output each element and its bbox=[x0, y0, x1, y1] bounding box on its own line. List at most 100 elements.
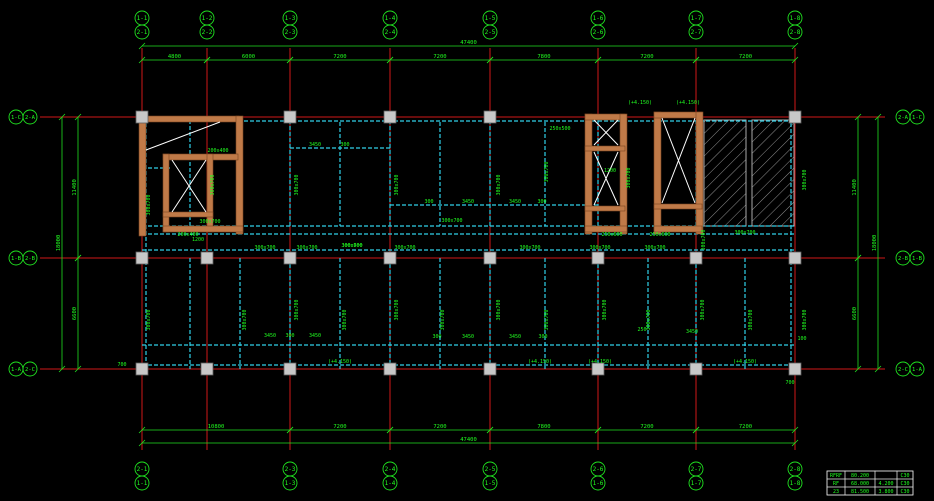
grid-bubble-top-label: 1-2 bbox=[202, 15, 213, 22]
dim-bottom-span-text: 7200 bbox=[739, 424, 752, 430]
core-wall bbox=[138, 115, 147, 237]
grid-bubble-top-label: 2-8 bbox=[790, 29, 801, 36]
grid-bubble-bottom-circle bbox=[134, 475, 150, 491]
grid-bubble-top-label: 1-1 bbox=[137, 15, 148, 22]
grid-bubble-top-label: 1-3 bbox=[285, 15, 296, 22]
columns bbox=[135, 110, 802, 376]
beam-annotation-vertical: 300x700 bbox=[646, 309, 652, 330]
table-cell-text: 3.800 bbox=[878, 489, 893, 495]
grid-bubble-left-circle bbox=[22, 109, 38, 125]
grid-bubble-left-label: 2-B bbox=[25, 256, 36, 262]
beam-annotation-vertical: 300x700 bbox=[802, 309, 808, 330]
dim-top-total-text: 47400 bbox=[460, 40, 477, 46]
dim-bottom-span-tick bbox=[386, 426, 394, 434]
grid-bubble-top-label: 1-7 bbox=[691, 15, 702, 22]
beam-annotation-vertical: 300x700 bbox=[146, 194, 152, 215]
grid-bubble-right-label: 1-A bbox=[912, 367, 923, 373]
stair-line bbox=[145, 121, 221, 151]
grid-bubble-right-label: 2-B bbox=[898, 256, 909, 262]
beam-annotation: 3450 bbox=[509, 334, 521, 340]
table-cell-text: C30 bbox=[900, 473, 909, 479]
dim-bottom-span-text: 10800 bbox=[208, 424, 225, 430]
core-wall bbox=[653, 225, 703, 233]
beam-annotation: (+4.150) bbox=[628, 100, 652, 106]
column bbox=[483, 362, 497, 376]
grid-bubble-top-label: 2-2 bbox=[202, 29, 213, 36]
table-cell-text: C30 bbox=[900, 481, 909, 487]
grid-bubble-top-circle bbox=[382, 24, 398, 40]
grid-bubble-bottom-label: 1-8 bbox=[790, 480, 801, 487]
table-cell-text: RF bbox=[833, 481, 839, 487]
dim-top-span-tick bbox=[594, 56, 602, 64]
dim-bottom-span-tick bbox=[486, 426, 494, 434]
dim-right-total-tick bbox=[874, 113, 882, 121]
beam-annotation-vertical: 300x700 bbox=[802, 169, 808, 190]
beam-annotation: (+4.150) bbox=[528, 359, 552, 365]
dim-bottom-span-tick bbox=[791, 426, 799, 434]
core-wall bbox=[653, 111, 662, 235]
grid-bubble-bottom-circle bbox=[282, 475, 298, 491]
shaft-cross bbox=[661, 117, 696, 204]
dim-top-span-text: 7200 bbox=[333, 54, 346, 60]
dim-left-upper-text: 11400 bbox=[72, 179, 78, 196]
grid-bubble-bottom-label: 2-1 bbox=[137, 466, 148, 473]
table-cell-text: 23 bbox=[833, 489, 839, 495]
table-cell-text: 4.200 bbox=[878, 481, 893, 487]
column bbox=[135, 110, 149, 124]
grid-bubble-bottom-circle bbox=[688, 475, 704, 491]
beam-annotation: 250x500 bbox=[549, 126, 570, 132]
grid-bubble-bottom-label: 2-6 bbox=[593, 466, 604, 473]
beam-annotation-vertical: 300x700 bbox=[748, 309, 754, 330]
beam-annotation: 300x700 bbox=[734, 230, 755, 236]
grid-bubble-right-circle bbox=[909, 361, 925, 377]
grid-bubble-bottom-circle bbox=[382, 475, 398, 491]
grid-bubble-top-circle bbox=[688, 24, 704, 40]
grid-bubble-top-label: 1-8 bbox=[790, 15, 801, 22]
beam-annotation: 250x600 bbox=[649, 232, 670, 238]
column bbox=[788, 251, 802, 265]
column bbox=[200, 362, 214, 376]
grid-bubble-right-label: 2-A bbox=[898, 115, 909, 121]
beam-annotation: 3450 bbox=[309, 142, 321, 148]
column bbox=[283, 251, 297, 265]
beam-annotation-vertical: 300x700 bbox=[440, 309, 446, 330]
beam-annotation: 300x700 bbox=[341, 243, 362, 249]
beam-annotation: 1200 bbox=[604, 168, 616, 174]
column bbox=[483, 251, 497, 265]
grid-bubble-bottom-label: 1-3 bbox=[285, 480, 296, 487]
grid-bubbles: 1-12-11-22-21-32-31-42-41-52-51-62-61-72… bbox=[8, 10, 925, 491]
column bbox=[283, 110, 297, 124]
core-wall bbox=[653, 203, 703, 210]
beam-annotation-vertical: 300x700 bbox=[294, 299, 300, 320]
beam-annotation: (+4.150) bbox=[328, 359, 352, 365]
grid-bubble-bottom-label: 2-4 bbox=[385, 466, 396, 473]
shaft-cross bbox=[171, 159, 207, 213]
beam-annotation: 300 bbox=[285, 333, 294, 339]
grid-bubble-left-label: 2-A bbox=[25, 115, 36, 121]
core-wall bbox=[162, 211, 214, 218]
shaft-cross bbox=[593, 151, 619, 206]
beam-annotation: 1200 bbox=[192, 237, 204, 243]
grid-bubble-left-label: 1-C bbox=[11, 115, 21, 121]
grid-bubble-top-circle bbox=[134, 24, 150, 40]
grid-bubble-top-label: 2-1 bbox=[137, 29, 148, 36]
grid-bubble-top-label: 2-5 bbox=[485, 29, 496, 36]
grid-bubble-right-label: 1-B bbox=[912, 256, 923, 262]
beam-annotation: 300 bbox=[538, 334, 547, 340]
grid-bubble-bottom-label: 1-5 bbox=[485, 480, 496, 487]
dim-bottom-span-text: 7200 bbox=[333, 424, 346, 430]
dim-top-total-tick bbox=[138, 42, 146, 50]
dim-right-upper-tick bbox=[854, 113, 862, 121]
grid-bubble-top-label: 2-6 bbox=[593, 29, 604, 36]
beam-annotation: 3450 bbox=[309, 333, 321, 339]
grid-bubble-bottom-label: 1-6 bbox=[593, 480, 604, 487]
beam-annotation: 300x700 bbox=[394, 245, 415, 251]
beam-annotation: 3450 bbox=[264, 333, 276, 339]
table-cell-text: RFRF bbox=[830, 473, 842, 479]
column bbox=[383, 362, 397, 376]
dim-top-span-tick bbox=[486, 56, 494, 64]
beam-annotation: 300x700 bbox=[199, 219, 220, 225]
